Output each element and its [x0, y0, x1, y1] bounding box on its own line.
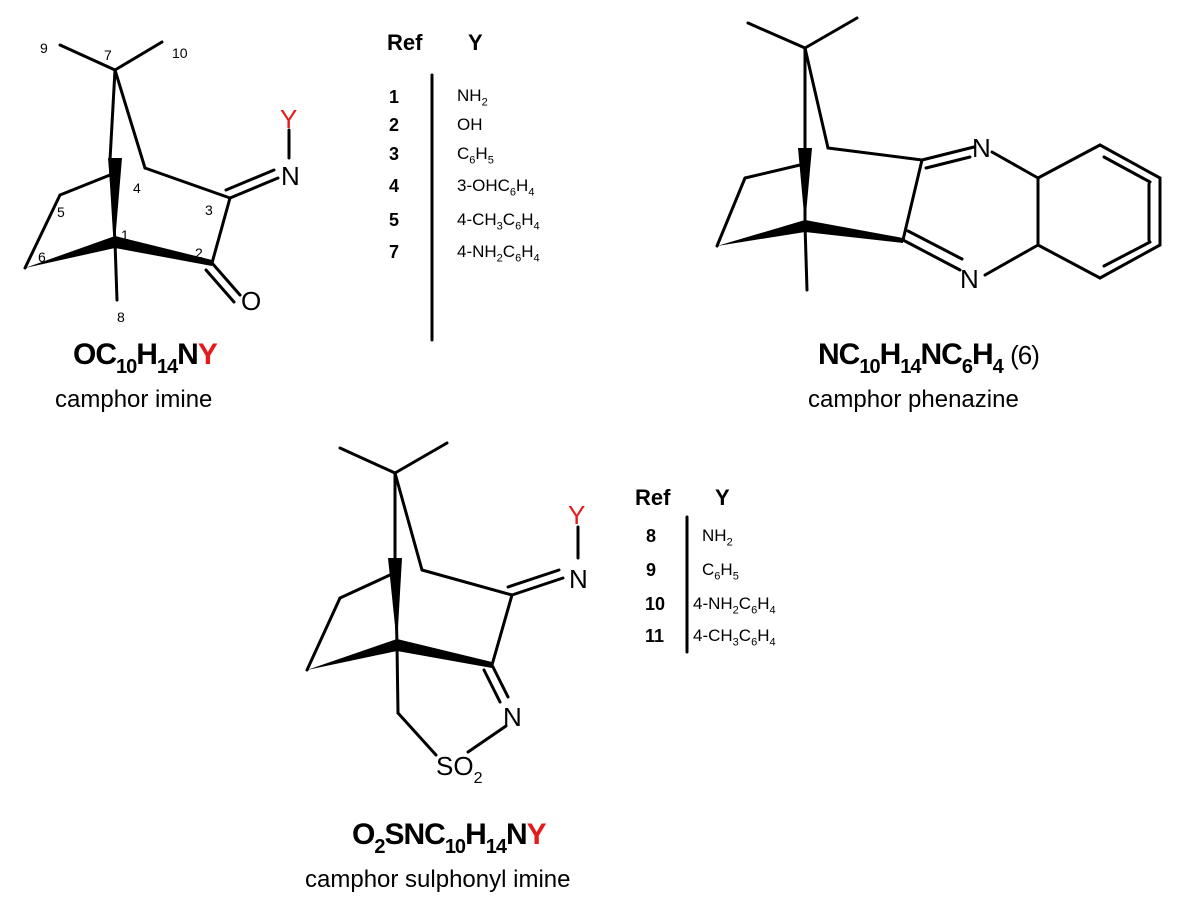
atom-number-8: 8 [117, 309, 125, 325]
ref-number: 9 [646, 560, 657, 580]
atom-number-7: 7 [104, 47, 112, 63]
formula-camphor-sulphonyl-imine: O2SNC10H14NY [352, 818, 547, 858]
atom-numbers: 9 7 10 4 3 5 1 2 6 8 [38, 40, 213, 325]
atom-number-2: 2 [195, 245, 203, 261]
substituent: 4-NH2C6H4 [457, 242, 540, 265]
formula-camphor-phenazine: NC10H14NC6H4 (6) [818, 338, 1040, 378]
wedge-bond [108, 158, 122, 242]
wedge-bond [397, 639, 492, 668]
camphor-imine-structure [23, 40, 291, 304]
substituent: C6H5 [702, 560, 739, 583]
ref-number: 4 [389, 176, 400, 196]
substituent: 4-NH2C6H4 [693, 594, 776, 617]
ref-number: 10 [645, 594, 666, 614]
atom-y: Y [568, 500, 585, 530]
atom-number-4: 4 [133, 180, 141, 196]
ref-number: 8 [646, 526, 657, 546]
compound-ref: (6) [1010, 340, 1040, 370]
atom-number-1: 1 [121, 227, 129, 243]
wedge-bond [388, 558, 402, 645]
wedge-bond [307, 639, 397, 670]
ref-number: 11 [645, 626, 665, 646]
camphor-phenazine-structure [715, 16, 1162, 292]
substituent: NH2 [457, 86, 488, 109]
atom-number-10: 10 [172, 45, 188, 61]
wedge-bond [798, 148, 812, 225]
wedge-bond [717, 220, 805, 246]
name-camphor-phenazine: camphor phenazine [808, 386, 1019, 413]
ref-number: 7 [389, 242, 400, 262]
substituent: 4-CH3C6H4 [693, 626, 776, 649]
atom-labels: Y N O N N Y N N SO2 [241, 104, 991, 787]
substituent: 4-CH3C6H4 [457, 210, 540, 233]
atom-y: Y [280, 104, 297, 134]
atom-n: N [281, 161, 300, 191]
camphor-sulphonyl-imine-structure [305, 441, 580, 757]
ref-number: 3 [389, 144, 400, 164]
atom-number-9: 9 [40, 40, 48, 56]
ref-number: 5 [389, 210, 400, 230]
name-camphor-imine: camphor imine [55, 386, 213, 413]
formula-camphor-imine: OC10H14NY [73, 338, 218, 378]
atom-number-6: 6 [38, 249, 46, 265]
atom-n: N [569, 564, 588, 594]
wedge-bond [115, 236, 212, 266]
ref-number: 2 [389, 115, 400, 135]
substituent: 3-OHC6H4 [457, 176, 535, 199]
atom-n-bottom: N [960, 264, 979, 294]
wedge-bond [805, 220, 903, 243]
atom-number-5: 5 [57, 204, 65, 220]
atom-so2: SO2 [436, 751, 483, 787]
substituent: OH [457, 115, 483, 134]
table-header-y: Y [715, 485, 730, 510]
atom-n-top: N [972, 133, 991, 163]
ref-number: 1 [389, 87, 400, 107]
atom-number-3: 3 [205, 202, 213, 218]
table-header-ref: Ref [635, 485, 671, 510]
substituent: NH2 [702, 526, 733, 549]
table-header-ref: Ref [387, 30, 423, 55]
table-header-y: Y [468, 30, 483, 55]
atom-n-ring: N [503, 702, 522, 732]
substituent: C6H5 [457, 144, 494, 167]
wedge-bond [25, 236, 115, 268]
name-camphor-sulphonyl-imine: camphor sulphonyl imine [305, 866, 571, 893]
atom-o: O [241, 286, 261, 316]
